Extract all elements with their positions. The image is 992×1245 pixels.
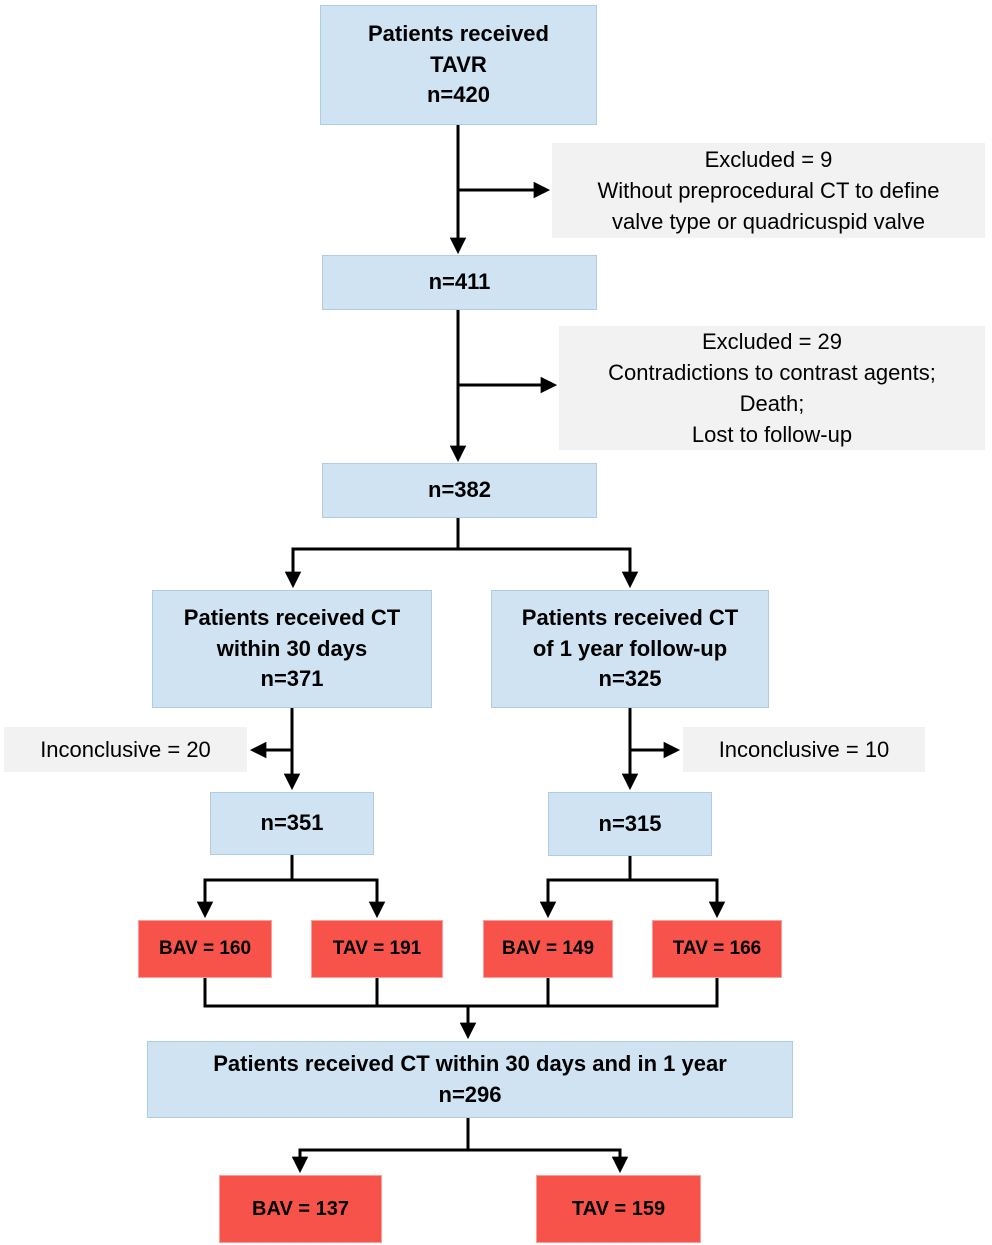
bav-137-box: BAV = 137 bbox=[219, 1175, 382, 1243]
n411-box: n=411 bbox=[322, 255, 597, 310]
tavr-total-box: Patients received TAVR n=420 bbox=[320, 5, 597, 125]
tav-159-box: TAV = 159 bbox=[536, 1175, 701, 1243]
inconclusive-10-note: Inconclusive = 10 bbox=[683, 727, 925, 772]
ct-1-year-box: Patients received CT of 1 year follow-up… bbox=[491, 590, 769, 708]
n382-box: n=382 bbox=[322, 463, 597, 518]
n315-box: n=315 bbox=[548, 792, 712, 856]
n351-box: n=351 bbox=[210, 792, 374, 855]
excluded-9-note: Excluded = 9 Without preprocedural CT to… bbox=[552, 143, 985, 238]
ct-30-days-box: Patients received CT within 30 days n=37… bbox=[152, 590, 432, 708]
ct-both-box: Patients received CT within 30 days and … bbox=[147, 1041, 793, 1118]
tav-191-box: TAV = 191 bbox=[311, 920, 443, 978]
excluded-29-note: Excluded = 29 Contradictions to contrast… bbox=[559, 326, 985, 450]
bav-149-box: BAV = 149 bbox=[483, 920, 613, 978]
bav-160-box: BAV = 160 bbox=[138, 920, 272, 978]
tav-166-box: TAV = 166 bbox=[652, 920, 782, 978]
inconclusive-20-note: Inconclusive = 20 bbox=[4, 727, 247, 772]
